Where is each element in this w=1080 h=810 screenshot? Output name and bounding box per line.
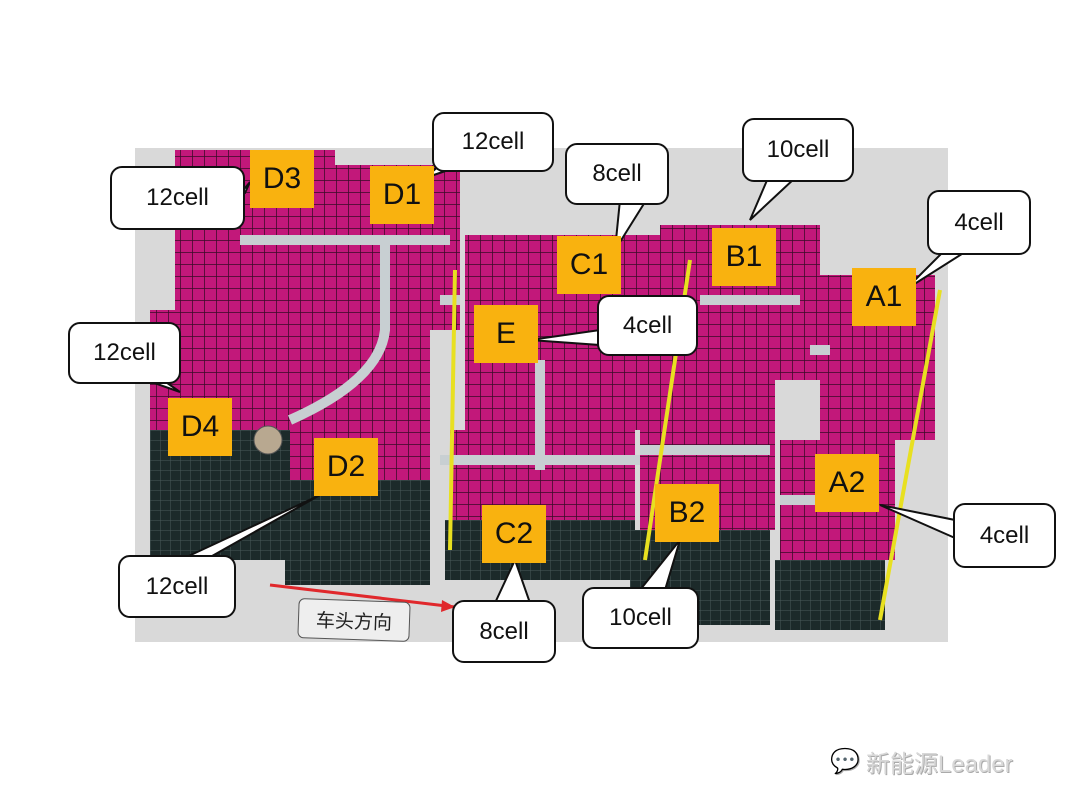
callout-D4-cells: 12cell (68, 322, 181, 384)
module-label-B2: B2 (655, 484, 719, 542)
watermark: 💬 新能源Leader (830, 744, 1013, 779)
callout-D2-cells: 12cell (118, 555, 236, 618)
module-A2-side (775, 560, 885, 630)
module-label-C1: C1 (557, 236, 621, 294)
watermark-text: 新能源Leader (865, 751, 1013, 778)
connector (253, 425, 283, 455)
wechat-icon: 💬 (830, 748, 860, 775)
callout-C1-cells: 8cell (565, 143, 669, 205)
vehicle-front-direction-label: 车头方向 (297, 598, 411, 642)
callout-C2-cells: 8cell (452, 600, 556, 663)
cooling-pipes (240, 235, 830, 505)
callout-A2-cells: 4cell (953, 503, 1056, 568)
callout-D3-cells: 12cell (110, 166, 245, 230)
callout-A1-cells: 4cell (927, 190, 1031, 255)
module-label-A2: A2 (815, 454, 879, 512)
module-label-B1: B1 (712, 228, 776, 286)
direction-arrow (269, 583, 456, 612)
module-label-D4: D4 (168, 398, 232, 456)
module-label-A1: A1 (852, 268, 916, 326)
module-label-E: E (474, 305, 538, 363)
module-label-D3: D3 (250, 150, 314, 208)
callout-D1-cells: 12cell (432, 112, 554, 172)
callout-E-cells: 4cell (597, 295, 698, 356)
module-label-C2: C2 (482, 505, 546, 563)
module-label-D2: D2 (314, 438, 378, 496)
module-label-D1: D1 (370, 166, 434, 224)
callout-B1-cells: 10cell (742, 118, 854, 182)
module-D2-side (285, 480, 430, 585)
callout-B2-cells: 10cell (582, 587, 699, 649)
